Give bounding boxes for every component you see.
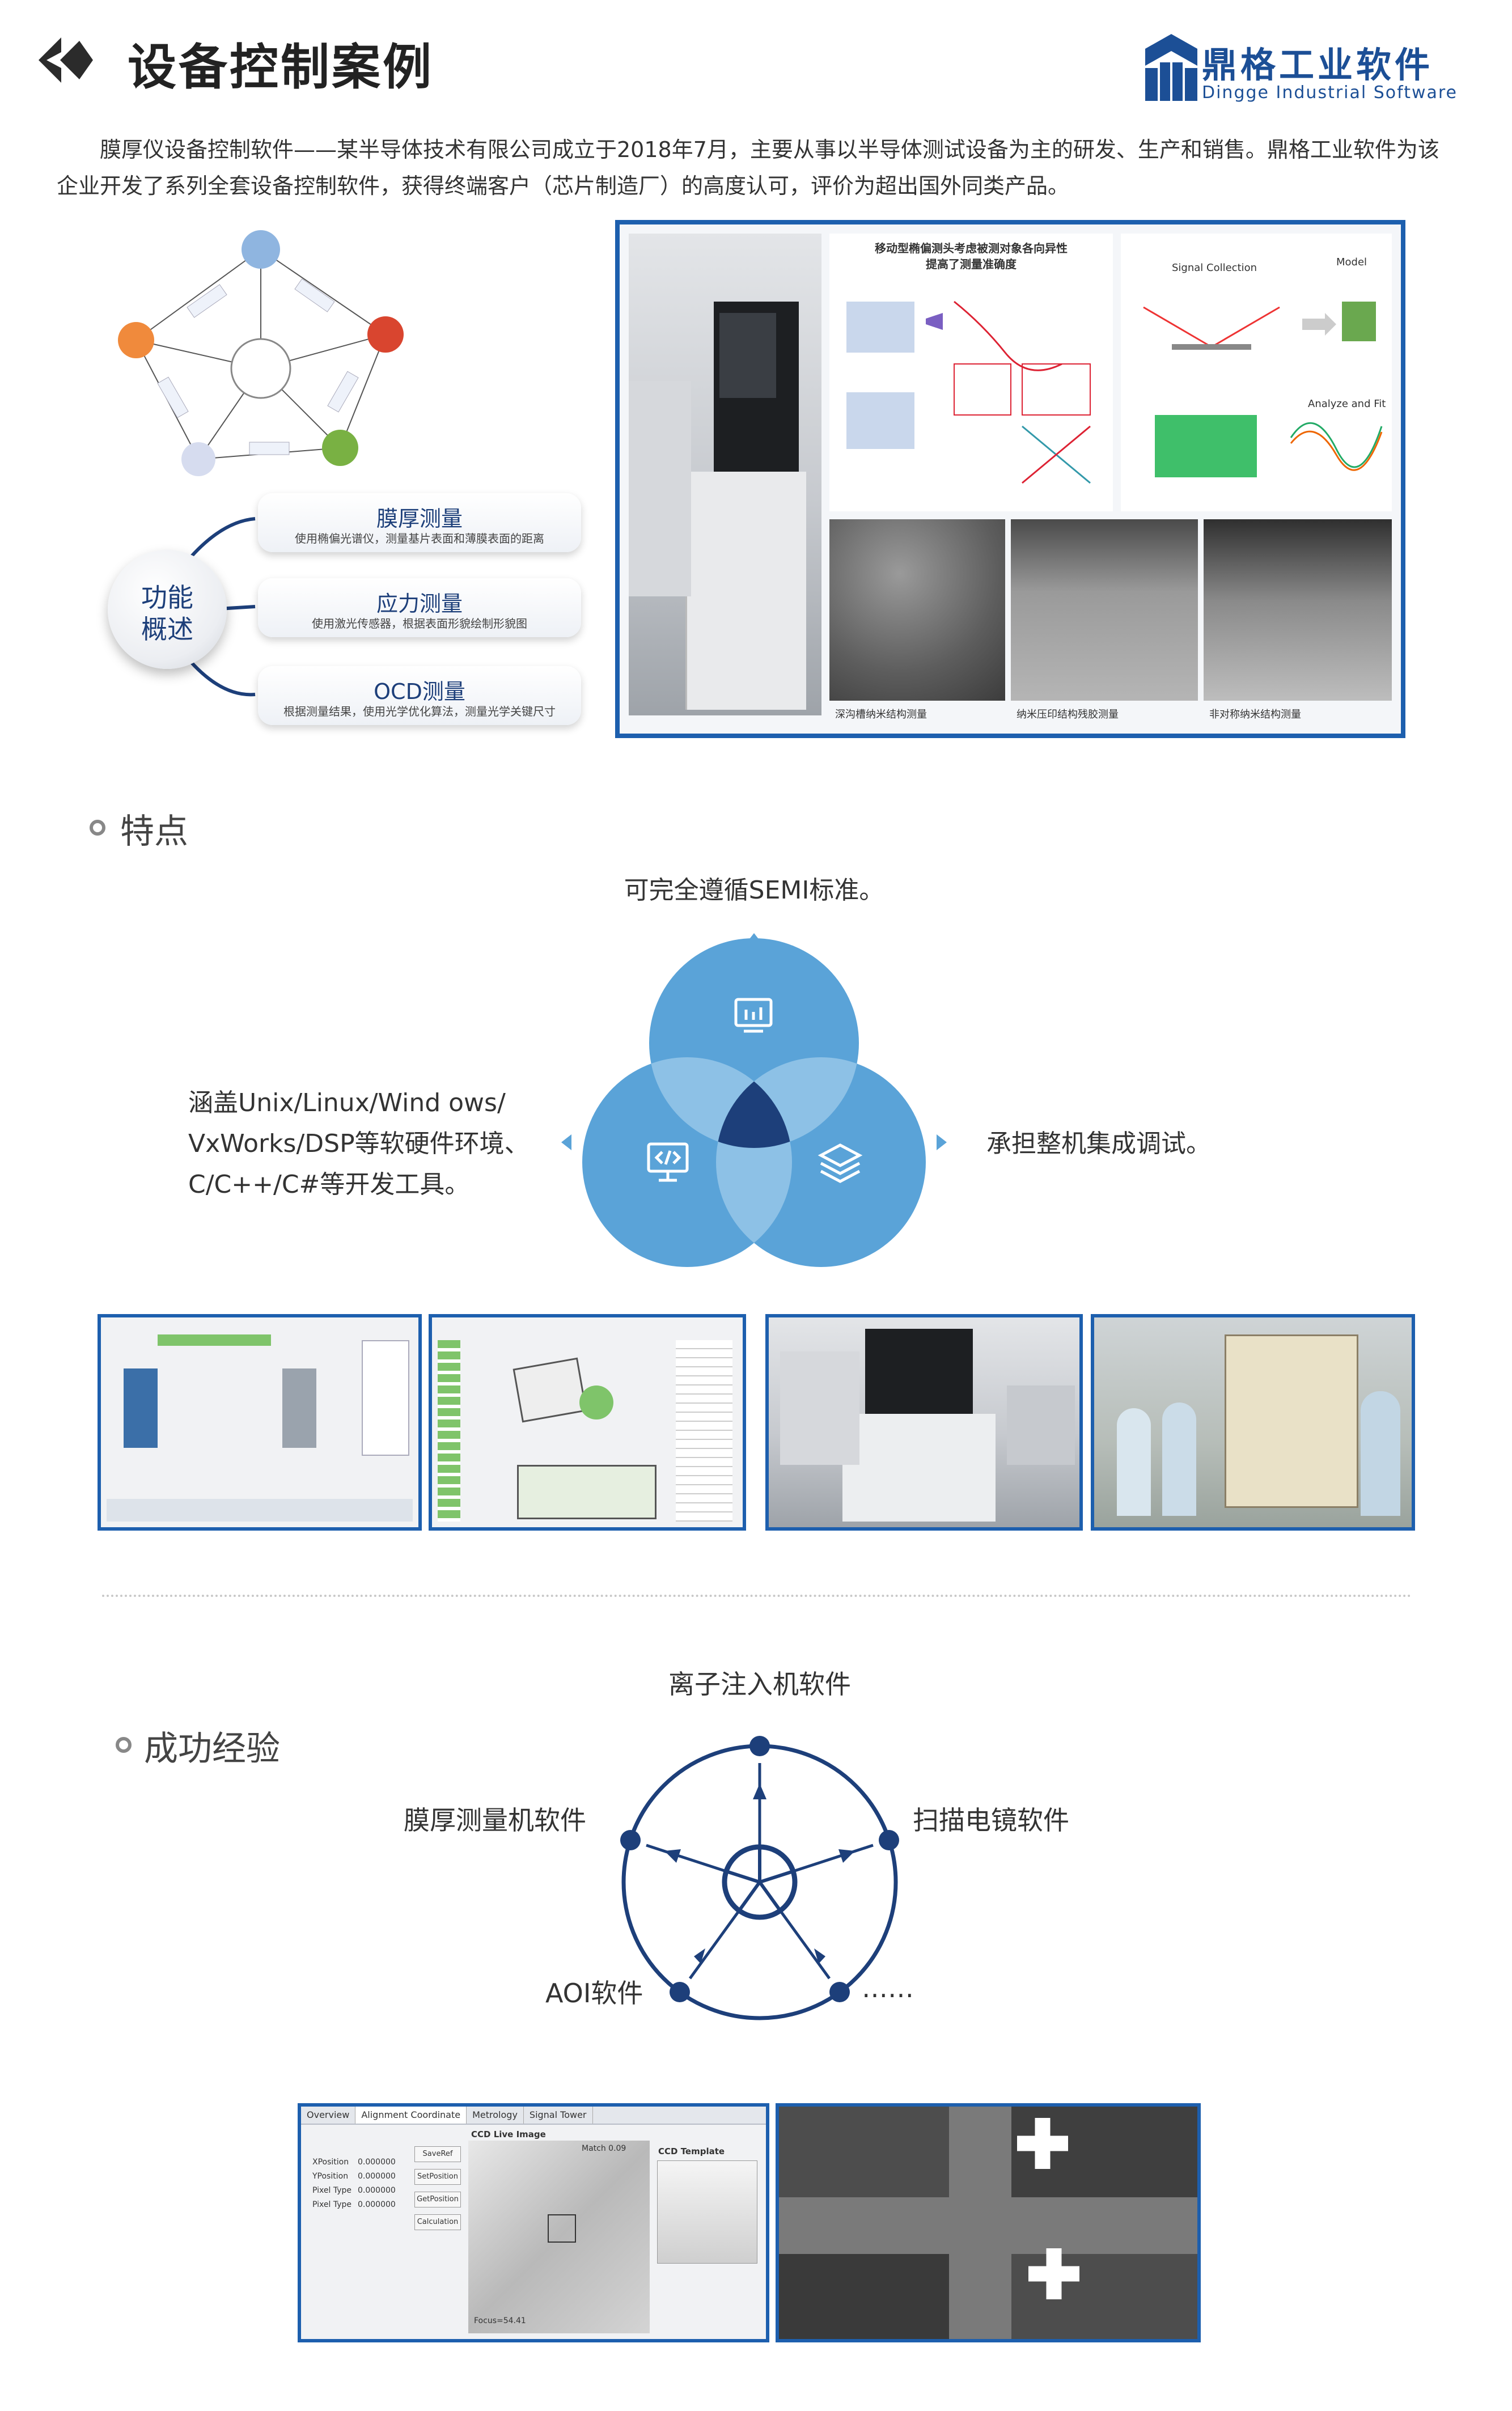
sem-image-2 — [1011, 519, 1198, 701]
network-diagram — [102, 227, 420, 482]
overview-hub: 功能 概述 — [108, 550, 227, 669]
field-value: 0.000000 — [358, 2158, 396, 2167]
overview-item-ocd: OCD测量 根据测量结果，使用光学优化算法，测量光学关键尺寸 — [258, 666, 581, 725]
tab-overview[interactable]: Overview — [301, 2107, 356, 2124]
node-ion-implanter: 离子注入机软件 — [668, 1669, 851, 1700]
equipment-photo-2 — [765, 1314, 1083, 1531]
hub-line2: 概述 — [141, 614, 193, 645]
wafer-map-screenshot — [776, 2103, 1201, 2342]
overview-item-desc: 根据测量结果，使用光学优化算法，测量光学关键尺寸 — [283, 705, 556, 718]
experience-diagram — [607, 1729, 913, 2035]
cross-marker-icon — [1028, 2248, 1079, 2299]
sem-caption-1: 深沟槽纳米结构测量 — [835, 709, 927, 721]
features-left-line2: VxWorks/DSP等软硬件环境、 — [188, 1129, 530, 1158]
tab-signal-tower[interactable]: Signal Tower — [524, 2107, 593, 2124]
field-label: XPosition — [312, 2158, 349, 2167]
calculation-button[interactable]: Calculation — [414, 2214, 461, 2230]
ccd-live-image: Match 0.09 Focus=54.41 — [468, 2141, 650, 2333]
node-more: …… — [862, 1973, 914, 2003]
equipment-photo — [629, 234, 821, 715]
signal-diagram: Signal Collection Model Analyze and Fit — [1121, 234, 1392, 511]
overview-item-title: 膜厚测量 — [376, 506, 463, 531]
sem-image-1 — [829, 519, 1005, 701]
features-top-text: 可完全遵循SEMI标准。 — [624, 876, 884, 905]
node-sem: 扫描电镜软件 — [913, 1805, 1069, 1836]
overview-item-desc: 使用激光传感器，根据表面形貌绘制形貌图 — [312, 617, 527, 630]
ccd-software-screenshot: Overview Alignment Coordinate Metrology … — [298, 2103, 769, 2342]
features-title: 特点 — [120, 812, 188, 851]
match-readout: Match 0.09 — [582, 2144, 626, 2153]
logo-mark-icon — [1145, 34, 1197, 102]
sem-image-3 — [1204, 519, 1392, 701]
bullet-dot-icon — [116, 1737, 132, 1753]
field-label: Pixel Type — [312, 2186, 351, 2195]
software-screenshot-2 — [429, 1314, 746, 1531]
save-ref-button[interactable]: SaveRef — [414, 2146, 461, 2162]
features-left-line1: 涵盖Unix/Linux/Wind ows/ — [188, 1088, 506, 1117]
field-value: 0.000000 — [358, 2200, 396, 2209]
overview-item-title: OCD测量 — [374, 679, 465, 704]
hub-line1: 功能 — [141, 582, 193, 613]
field-label: YPosition — [312, 2172, 349, 2181]
signal-label: Signal Collection — [1172, 262, 1257, 274]
node-thickness: 膜厚测量机软件 — [404, 1805, 586, 1836]
node-aoi: AOI软件 — [545, 1978, 643, 2009]
intro-paragraph: 膜厚仪设备控制软件——某半导体技术有限公司成立于2018年7月，主要从事以半导体… — [57, 137, 1439, 198]
tab-metrology[interactable]: Metrology — [467, 2107, 524, 2124]
ccd-live-title: CCD Live Image — [471, 2129, 546, 2139]
optics-heading-1: 移动型椭偏测头考虑被测对象各向异性 — [875, 241, 1068, 255]
model-label: Model — [1336, 256, 1367, 268]
set-position-button[interactable]: SetPosition — [414, 2169, 461, 2185]
field-value: 0.000000 — [358, 2186, 396, 2195]
bullet-dot-icon — [90, 820, 105, 836]
logo-text-cn: 鼎格工业软件 — [1202, 44, 1434, 86]
cleanroom-photo — [1091, 1314, 1415, 1531]
code-monitor-icon — [645, 1139, 691, 1185]
optics-diagram: 移动型椭偏测头考虑被测对象各向异性 提高了测量准确度 — [829, 234, 1113, 511]
get-position-button[interactable]: GetPosition — [414, 2192, 461, 2207]
software-screenshot-1 — [98, 1314, 422, 1531]
experience-title: 成功经验 — [144, 1729, 280, 1769]
ccd-tab-bar: Overview Alignment Coordinate Metrology … — [301, 2107, 766, 2125]
monitor-icon — [732, 995, 774, 1037]
crosshair-icon — [548, 2214, 576, 2243]
overview-item-desc: 使用椭偏光谱仪，测量基片表面和薄膜表面的距离 — [295, 532, 544, 545]
page-title: 设备控制案例 — [128, 39, 434, 96]
features-left-line3: C/C++/C#等开发工具。 — [188, 1170, 470, 1199]
ccd-template-title: CCD Template — [658, 2146, 725, 2156]
field-value: 0.000000 — [358, 2172, 396, 2181]
section-divider — [102, 1595, 1412, 1597]
analyze-label: Analyze and Fit — [1308, 398, 1386, 410]
ccd-template-image — [657, 2160, 757, 2264]
tech-panel: 移动型椭偏测头考虑被测对象各向异性 提高了测量准确度 Signal Collec… — [615, 220, 1405, 738]
focus-readout: Focus=54.41 — [474, 2316, 526, 2325]
tab-alignment[interactable]: Alignment Coordinate — [355, 2107, 467, 2124]
sem-caption-3: 非对称纳米结构测量 — [1209, 709, 1301, 721]
features-right-text: 承担整机集成调试。 — [986, 1129, 1211, 1158]
sem-caption-2: 纳米压印结构残胶测量 — [1017, 709, 1119, 721]
venn-diagram — [544, 924, 964, 1293]
header-chevron-icon — [39, 33, 93, 87]
logo-text-en: Dingge Industrial Software — [1202, 83, 1458, 103]
optics-heading-2: 提高了测量准确度 — [926, 257, 1017, 271]
layers-icon — [816, 1139, 864, 1187]
field-label: Pixel Type — [312, 2200, 351, 2209]
overview-item-stress: 应力测量 使用激光传感器，根据表面形貌绘制形貌图 — [258, 578, 581, 637]
overview-item-title: 应力测量 — [376, 591, 463, 616]
overview-item-thickness: 膜厚测量 使用椭偏光谱仪，测量基片表面和薄膜表面的距离 — [258, 493, 581, 552]
